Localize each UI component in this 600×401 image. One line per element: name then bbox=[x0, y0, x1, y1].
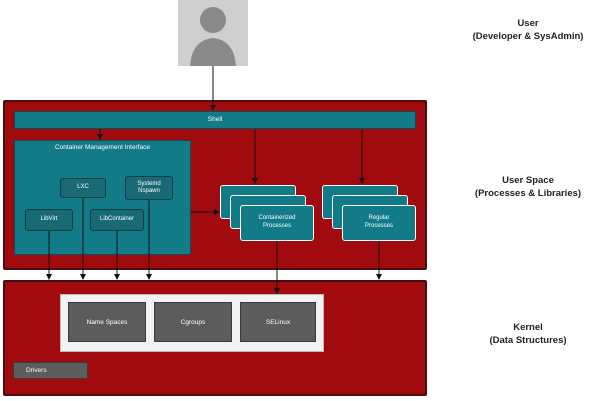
cgroups-label: Cgroups bbox=[180, 318, 206, 326]
regular-processes-box: Regular Processes bbox=[342, 205, 416, 241]
user-title: User bbox=[517, 18, 539, 29]
libvirt-box: LibVirt bbox=[25, 209, 73, 231]
lxc-label: LXC bbox=[77, 184, 89, 191]
user-space-title: User Space bbox=[502, 175, 554, 186]
kernel-title: Kernel bbox=[513, 322, 543, 333]
user-label: User (Developer & SysAdmin) bbox=[458, 18, 598, 44]
libcontainer-box: LibContainer bbox=[90, 209, 144, 231]
selinux-box: SELinux bbox=[240, 302, 316, 342]
containerized-processes-box: Containerized Processes bbox=[240, 205, 314, 241]
kernel-label: Kernel (Data Structures) bbox=[458, 322, 598, 348]
user-space-label: User Space (Processes & Libraries) bbox=[458, 175, 598, 201]
user-avatar bbox=[178, 0, 248, 66]
libvirt-label: LibVirt bbox=[40, 216, 58, 223]
cmi-title: Container Management Interface bbox=[54, 144, 151, 151]
regular-line2: Processes bbox=[364, 223, 393, 229]
lxc-box: LXC bbox=[60, 178, 106, 198]
systemd-label: Systemd bbox=[137, 180, 161, 187]
libcontainer-label: LibContainer bbox=[99, 216, 135, 223]
regular-line1: Regular bbox=[368, 215, 390, 222]
namespaces-label: Name Spaces bbox=[86, 318, 128, 326]
containerized-line2: Processes bbox=[262, 223, 291, 229]
person-icon bbox=[190, 7, 236, 66]
kernel-subtitle: (Data Structures) bbox=[489, 334, 567, 346]
selinux-label: SELinux bbox=[265, 318, 291, 326]
namespaces-box: Name Spaces bbox=[68, 302, 146, 342]
cgroups-box: Cgroups bbox=[154, 302, 232, 342]
shell-label: Shell bbox=[207, 116, 223, 123]
drivers-box: Drivers bbox=[13, 362, 88, 379]
shell-bar: Shell bbox=[14, 111, 416, 129]
systemd-nspawn-box: Systemd Nspawn bbox=[125, 176, 173, 200]
nspawn-label: Nspawn bbox=[138, 188, 160, 194]
user-space-subtitle: (Processes & Libraries) bbox=[474, 187, 582, 199]
containerized-line1: Containerized bbox=[258, 215, 296, 222]
user-subtitle: (Developer & SysAdmin) bbox=[472, 30, 584, 42]
drivers-label: Drivers bbox=[26, 367, 47, 374]
